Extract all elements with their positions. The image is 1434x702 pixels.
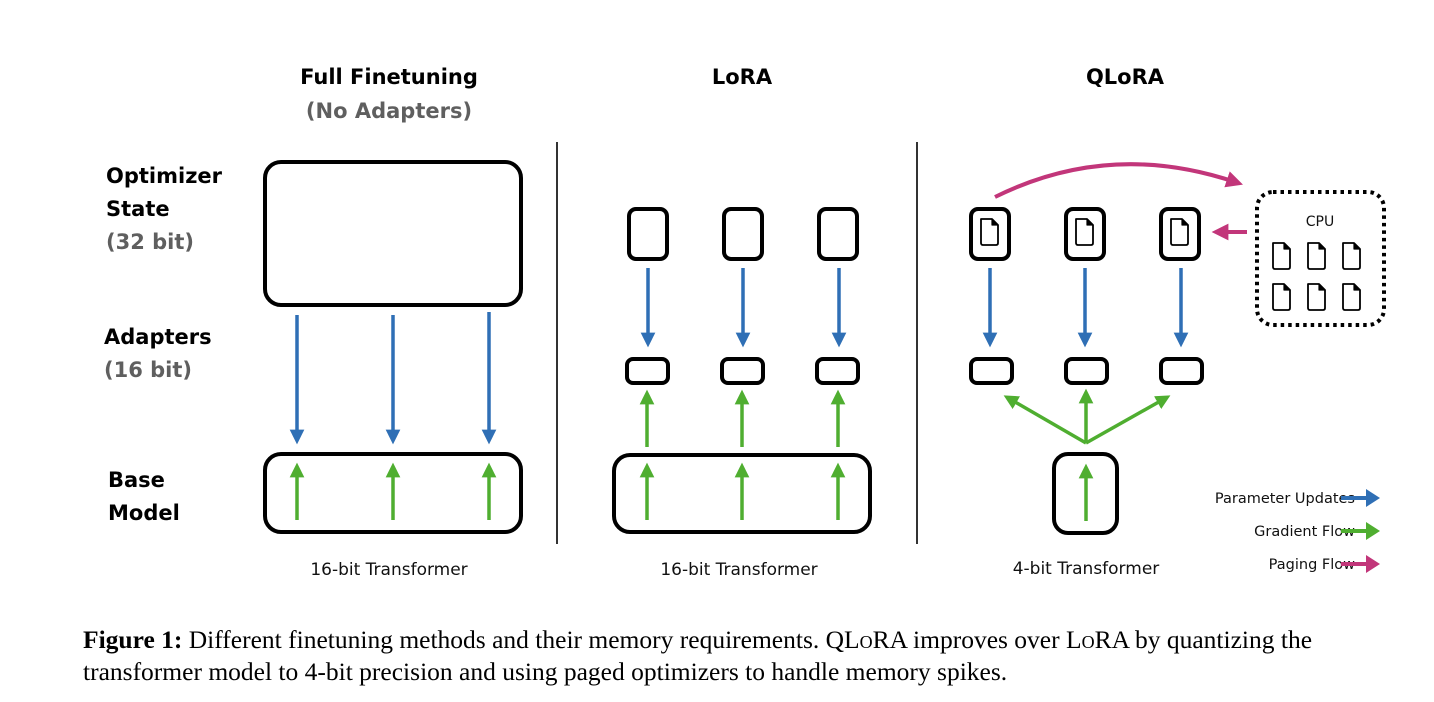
qlora-paged-optimizer-box-1 <box>969 207 1011 261</box>
row-label-adapters-line1: Adapters <box>104 325 212 349</box>
full-finetuning-column: 16-bit Transformer <box>263 160 523 580</box>
legend-label: Gradient Flow <box>1254 524 1355 540</box>
cpu-page-icon-6 <box>1342 283 1361 311</box>
row-label-base-line2: Model <box>108 501 180 525</box>
finetuning-diagram: Full Finetuning (No Adapters) LoRA QLoRA… <box>104 65 1386 580</box>
row-label-adapters: Adapters (16 bit) <box>104 325 212 382</box>
legend-item-gradient-flow: Gradient Flow <box>1254 524 1368 540</box>
qlora-gradient-fan-arrow-left <box>1003 395 1087 445</box>
qlora-paged-optimizer-box-3 <box>1159 207 1201 261</box>
caption-text-b: improves over <box>906 625 1066 654</box>
legend-arrowhead <box>1366 522 1380 540</box>
cpu-memory-box: CPU <box>1255 190 1386 327</box>
cpu-page-icon-3 <box>1342 242 1361 270</box>
caption-lora-l: L <box>1066 625 1082 654</box>
row-label-optimizer-state: Optimizer State (32 bit) <box>106 164 223 254</box>
qlora-adapter-box-3 <box>1159 357 1204 385</box>
legend-label: Paging Flow <box>1269 557 1355 573</box>
lora-footer-label: 16-bit Transformer <box>660 560 817 580</box>
lora-column: 16-bit Transformer <box>612 207 872 580</box>
caption-text-c: by quantizing the transformer model to 4… <box>83 625 1313 686</box>
full-finetuning-title: Full Finetuning <box>300 65 478 89</box>
cpu-page-icon-2 <box>1307 242 1326 270</box>
caption-qlora-ra: RA <box>872 625 907 654</box>
caption-qlora-term: QLoRA <box>826 625 907 654</box>
qlora-gradient-fan-arrow-right <box>1085 395 1171 445</box>
legend-item-paging-flow: Paging Flow <box>1269 557 1368 573</box>
row-label-optimizer-line2: State <box>106 197 170 221</box>
caption-lora-o: o <box>1081 625 1095 654</box>
caption-lora-term: LoRA <box>1066 625 1129 654</box>
row-label-base-line1: Base <box>108 468 165 492</box>
cpu-page-icon-4 <box>1272 283 1291 311</box>
figure-label: Figure 1: <box>83 625 183 654</box>
paging-flow-arrow-to-cpu <box>994 162 1243 199</box>
qlora-paged-optimizer-box-2 <box>1064 207 1106 261</box>
cpu-page-icon-5 <box>1307 283 1326 311</box>
qlora-footer-label: 4-bit Transformer <box>1013 559 1160 579</box>
row-label-optimizer-line1: Optimizer <box>106 164 223 188</box>
legend-arrowhead <box>1366 555 1380 573</box>
qlora-adapter-box-1 <box>969 357 1014 385</box>
caption-qlora-o: o <box>859 625 873 654</box>
lora-adapter-box-2 <box>720 357 765 385</box>
document-icon <box>1170 218 1189 246</box>
document-icon <box>980 218 999 246</box>
row-label-base-model: Base Model <box>108 468 180 525</box>
qlora-adapter-box-2 <box>1064 357 1109 385</box>
figure-caption: Figure 1: Different finetuning methods a… <box>83 624 1373 688</box>
lora-adapter-box-3 <box>815 357 860 385</box>
lora-adapter-box-1 <box>625 357 670 385</box>
qlora-title: QLoRA <box>1086 65 1165 89</box>
full-footer-label: 16-bit Transformer <box>310 560 467 580</box>
full-finetuning-subtitle: (No Adapters) <box>306 99 472 123</box>
cpu-label: CPU <box>1306 214 1334 230</box>
lora-optimizer-box-3 <box>817 207 859 261</box>
legend-label: Parameter Updates <box>1215 491 1355 507</box>
legend: Parameter Updates Gradient Flow Paging F… <box>1215 489 1380 573</box>
cpu-page-icon-1 <box>1272 242 1291 270</box>
document-icon <box>1075 218 1094 246</box>
lora-title: LoRA <box>712 65 773 89</box>
row-label-adapters-bits: (16 bit) <box>104 358 192 382</box>
lora-optimizer-box-2 <box>722 207 764 261</box>
caption-text-a: Different finetuning methods and their m… <box>182 625 826 654</box>
qlora-column: CPU 4-bit Transformer <box>969 162 1386 579</box>
caption-qlora-q: QL <box>825 625 860 654</box>
full-optimizer-state-box <box>263 160 523 307</box>
caption-lora-ra: RA <box>1094 625 1129 654</box>
legend-arrowhead <box>1366 489 1380 507</box>
row-label-optimizer-bits: (32 bit) <box>106 230 194 254</box>
lora-optimizer-box-1 <box>627 207 669 261</box>
legend-item-parameter-updates: Parameter Updates <box>1215 491 1368 507</box>
